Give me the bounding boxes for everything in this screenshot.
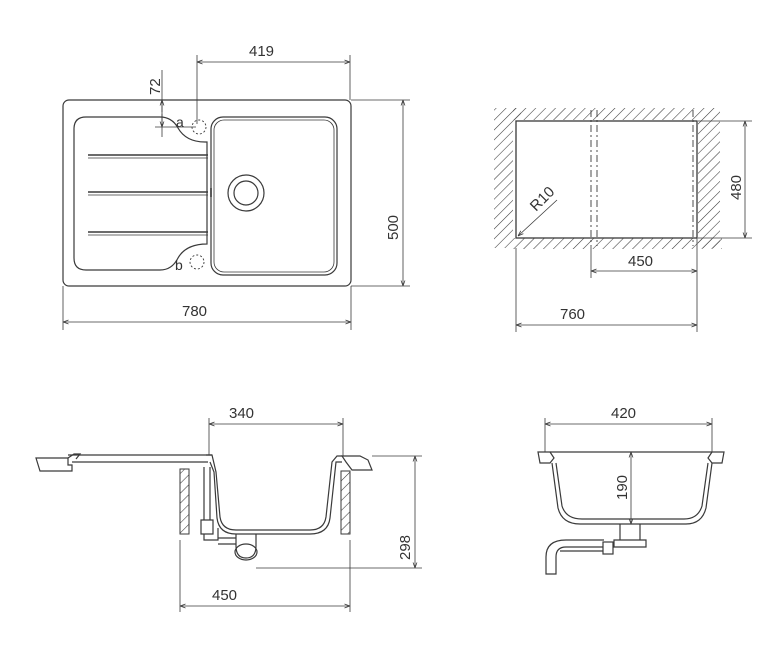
section-left-rim	[537, 451, 555, 464]
label-b: b	[175, 257, 183, 273]
bowl-outline	[210, 116, 338, 276]
dim-420: 420	[611, 405, 636, 422]
section-drain	[613, 524, 647, 548]
hatch-bottom	[513, 238, 722, 249]
dim-480: 480	[728, 175, 745, 200]
left-support	[179, 468, 190, 535]
sink-outline	[62, 99, 352, 287]
section-view: 420 190	[537, 405, 725, 575]
left-rim	[35, 457, 73, 472]
right-support	[340, 470, 351, 535]
cutout-opening	[515, 120, 698, 239]
dim-340: 340	[229, 405, 254, 422]
tap-hole-b	[189, 254, 205, 270]
section-trap-pipe	[545, 539, 614, 575]
drain-outer	[227, 174, 265, 212]
dim-450-side: 450	[212, 587, 237, 604]
dim-500: 500	[385, 215, 402, 240]
bowl-profile-inner	[209, 461, 342, 535]
right-rim	[340, 455, 373, 471]
radius-leader	[518, 199, 558, 236]
drain-inner	[233, 180, 259, 206]
top-view: a b 419 72 500 780	[62, 43, 410, 330]
bowl-inner	[213, 119, 335, 273]
dim-298: 298	[397, 535, 414, 560]
overflow-fitting	[200, 519, 219, 541]
section-bowl-inner	[555, 462, 709, 520]
bowl-profile	[206, 454, 342, 531]
dim-72: 72	[147, 78, 164, 95]
dim-419: 419	[249, 43, 274, 60]
cutout-view: R10 480 450 760	[494, 108, 752, 332]
hatch-right	[698, 108, 720, 248]
dim-190: 190	[614, 475, 631, 500]
hatch-left	[494, 108, 513, 248]
dim-450-cutout: 450	[628, 253, 653, 270]
dim-760: 760	[560, 306, 585, 323]
left-rim-lip	[67, 453, 82, 460]
dim-780: 780	[182, 303, 207, 320]
section-trap-nut	[602, 541, 614, 555]
overflow-pipe	[203, 467, 211, 520]
drain-trap-body	[234, 543, 258, 561]
side-view: 340 298 450	[35, 405, 422, 612]
drainer-area	[73, 116, 208, 271]
label-a: a	[176, 114, 184, 130]
drain-trap	[235, 534, 257, 559]
hatch-top	[513, 108, 698, 120]
section-right-rim	[707, 451, 725, 464]
